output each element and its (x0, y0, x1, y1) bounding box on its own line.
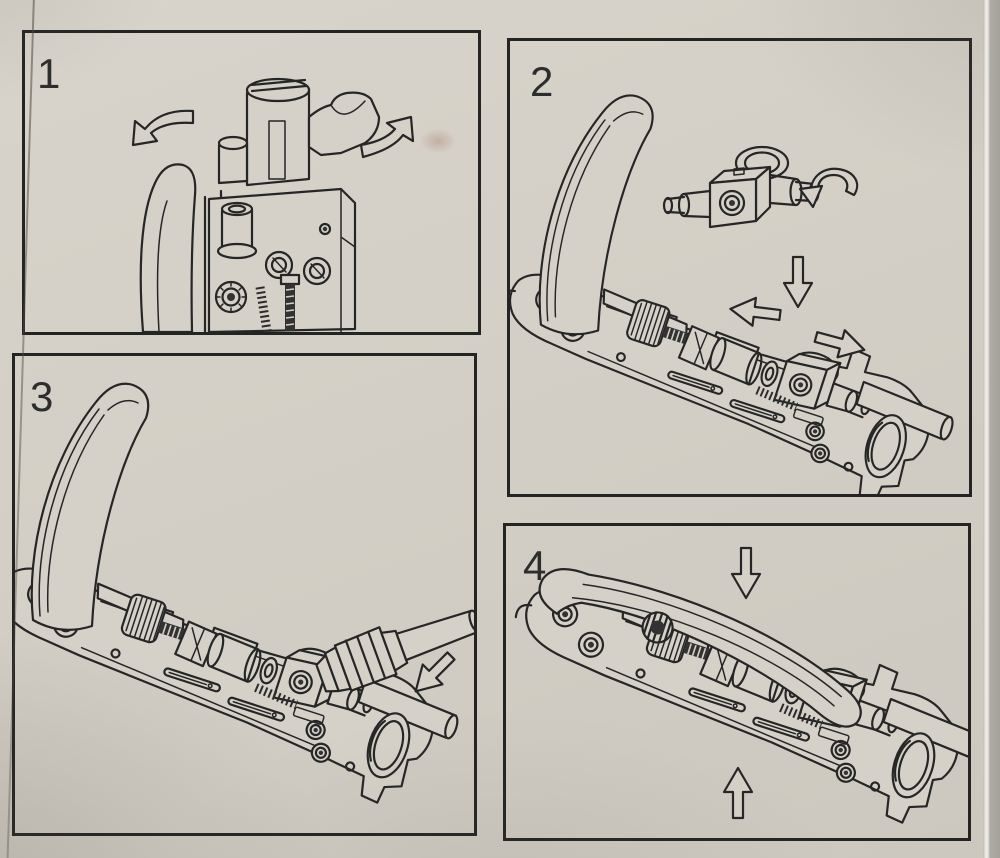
panel-number: 3 (30, 373, 54, 420)
instruction-step-panel-4: 4 (503, 523, 971, 841)
crimp-tool-open-drawing (15, 384, 471, 819)
closed-crimp-tool-illustration (506, 546, 968, 838)
open-crimp-tool-with-connector-illustration (15, 356, 474, 833)
panel-number: 1 (37, 50, 61, 97)
rotate-arrow-icon (798, 167, 859, 209)
instruction-step-panel-1: 1 (22, 30, 481, 335)
left-arrow-icon (727, 293, 783, 330)
up-arrow-icon (722, 766, 754, 820)
open-crimp-tool-with-die-insert-illustration (510, 41, 969, 494)
curved-arrow-left-icon (131, 109, 195, 147)
crimp-tool-head-closeup-illustration (131, 77, 415, 332)
down-arrow-icon (730, 546, 762, 600)
tool-head-drawing (139, 77, 381, 332)
curved-arrow-right-icon (359, 115, 415, 159)
panel-number: 4 (523, 542, 547, 589)
die-insert-part-drawing (662, 145, 820, 229)
instruction-step-panel-2: 2 (507, 38, 972, 497)
panel-number: 2 (530, 58, 554, 105)
down-arrow-icon (782, 255, 814, 309)
page-right-edge (983, 0, 1000, 858)
instruction-step-panel-3: 3 (12, 353, 477, 836)
